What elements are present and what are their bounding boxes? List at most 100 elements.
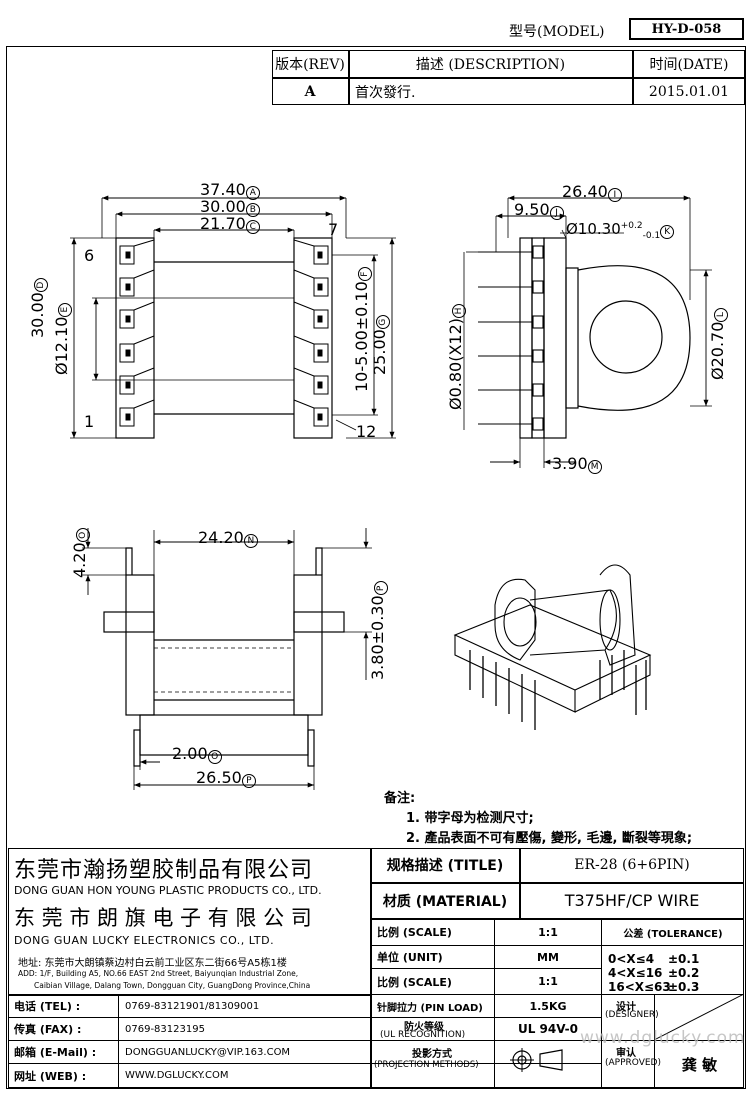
dim-right-10: 10-5.00±0.10F	[352, 267, 372, 392]
mail-value: DONGGUANLUCKY@VIP.163.COM	[125, 1046, 291, 1058]
dim-right-25: 25.00G	[370, 315, 390, 375]
note-2: 2. 產品表面不可有壓傷, 變形, 毛邊, 斷裂等現象;	[406, 831, 693, 846]
circle-e-marker: E	[58, 302, 72, 317]
circle-p-marker-2: P	[241, 774, 256, 788]
fax-label: 传真 (FAX) :	[14, 1023, 82, 1036]
address-en-1: ADD: 1/F, Building A5, NO.66 EAST 2nd St…	[18, 969, 299, 978]
approved-label-1: 审认	[616, 1048, 636, 1059]
projection-symbol-icon	[510, 1048, 563, 1072]
technical-drawing	[70, 195, 712, 790]
company1-en: DONG GUAN HON YOUNG PLASTIC PRODUCTS CO.…	[14, 884, 322, 897]
address-cn: 地址: 东莞市大朗镇蔡边村白云前工业区东二街66号A5栋1楼	[18, 958, 287, 969]
model-label: 型号(MODEL)	[509, 24, 605, 40]
watermark-text: www.dglucky.com	[580, 1028, 746, 1048]
desc-label: 描述 (DESCRIPTION)	[415, 56, 566, 73]
notes-title: 备注:	[384, 791, 416, 806]
web-value: WWW.DGLUCKY.COM	[125, 1070, 229, 1081]
pin-load-label: 针脚拉力 (PIN LOAD)	[377, 1002, 483, 1014]
company1-cn: 东莞市瀚扬塑胶制品有限公司	[14, 858, 314, 883]
fax-value: 0769-83123195	[125, 1023, 205, 1035]
pin-7-label: 7	[328, 220, 339, 239]
date-label: 时间(DATE)	[649, 56, 729, 73]
designer-diagonal	[654, 994, 744, 1040]
projection-label-1: 投影方式	[412, 1049, 452, 1060]
tolerance-row-2: 4<X≤16±0.2	[608, 966, 700, 980]
tolerance-row-1: 0<X≤4±0.1	[608, 952, 700, 966]
tel-label: 电话 (TEL) :	[14, 1000, 81, 1013]
web-label: 网址 (WEB) :	[14, 1069, 87, 1083]
circle-n-marker: N	[243, 534, 258, 548]
top-view	[70, 195, 396, 439]
dim-left-30: 30.00D	[28, 278, 48, 338]
circle-i-marker: I	[607, 188, 622, 202]
front-view	[82, 528, 372, 790]
designer-label-2: (DESIGNER)	[605, 1010, 659, 1020]
ul-value: UL 94V-0	[517, 1022, 578, 1036]
mail-label: 邮箱 (E-Mail) :	[14, 1046, 97, 1059]
tel-value: 0769-83121901/81309001	[125, 1000, 260, 1012]
rev-label: 版本(REV)	[275, 56, 345, 73]
pin-1-label: 1	[84, 412, 95, 431]
scale-value: 1:1	[538, 925, 558, 939]
isometric-view	[453, 564, 652, 730]
circle-g-marker: G	[376, 315, 390, 330]
scale-label: 比例 (SCALE)	[377, 926, 452, 939]
circle-d-marker: D	[34, 278, 48, 293]
circle-j-marker: J	[549, 206, 564, 220]
circle-m-marker: M	[587, 460, 602, 474]
circle-k-marker: K	[660, 225, 675, 239]
dim-side-08: Ø0.80(X12)H	[446, 303, 466, 410]
desc-value: 首次發行.	[355, 84, 416, 101]
unit-value: MM	[537, 950, 559, 964]
scale2-value: 1:1	[538, 975, 558, 988]
circle-o-marker-2: O	[207, 750, 222, 764]
tolerance-label: 公差 (TOLERANCE)	[623, 928, 723, 940]
date-value: 2015.01.01	[648, 83, 730, 100]
address-en-2: Caibian Village, Dalang Town, Dongguan C…	[34, 981, 311, 990]
circle-l-marker: L	[714, 307, 728, 322]
circle-b-marker: B	[245, 203, 260, 217]
tolerance-row-3: 16<X≤63±0.3	[608, 980, 700, 994]
title-value: ER-28 (6+6PIN)	[574, 857, 690, 873]
title-label: 规格描述 (TITLE)	[386, 858, 504, 874]
dim-left-12: Ø12.10E	[52, 302, 72, 375]
model-value: HY-D-058	[629, 18, 744, 40]
material-label: 材质 (MATERIAL)	[382, 893, 508, 910]
circle-o-marker: O	[76, 528, 90, 543]
dim-front-38: 3.80±0.30P	[368, 581, 388, 680]
title-block	[8, 848, 744, 1088]
pin-6-label: 6	[84, 246, 95, 265]
ul-label-1: 防火等级	[404, 1022, 444, 1033]
material-value: T375HF/CP WIRE	[564, 891, 700, 910]
note-1: 1. 带字母为检测尺寸;	[406, 811, 534, 826]
pin-12-label: 12	[356, 422, 377, 441]
scale2-label: 比例 (SCALE)	[377, 975, 452, 989]
company2-en: DONG GUAN LUCKY ELECTRONICS CO., LTD.	[14, 934, 275, 947]
circle-a-marker: A	[245, 186, 260, 200]
pin-load-value: 1.5KG	[529, 999, 567, 1013]
unit-label: 单位 (UNIT)	[377, 951, 443, 964]
dim-side-207: Ø20.70L	[708, 307, 728, 380]
circle-h-marker: H	[452, 303, 466, 318]
rev-value: A	[304, 83, 316, 100]
approved-label-2: (APPROVED)	[605, 1058, 661, 1068]
ul-label-2: (UL RECOGNITION)	[380, 1030, 466, 1040]
dim-front-42: 4.20O	[70, 528, 90, 578]
circle-c-marker: C	[245, 220, 260, 234]
designer-label-1: 设计	[616, 1002, 636, 1013]
circle-p-marker: P	[374, 581, 388, 596]
circle-f-marker: F	[358, 267, 372, 282]
approved-value: 龚 敏	[681, 1055, 718, 1074]
projection-label-2: (PROJECTION METHODS)	[374, 1060, 479, 1070]
side-view	[463, 195, 712, 468]
